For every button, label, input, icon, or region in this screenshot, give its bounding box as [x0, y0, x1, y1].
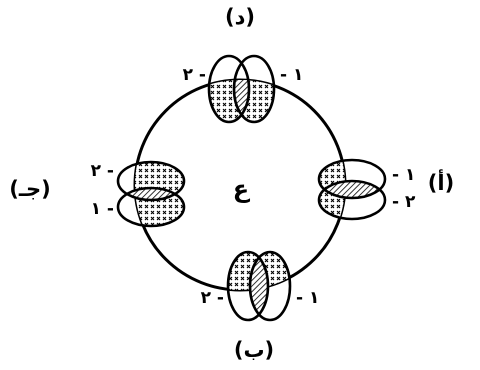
- left-ellipse-pair: [116, 160, 186, 228]
- label-top-left: ٢ -: [183, 65, 206, 85]
- label-right-bottom: - ٢: [392, 192, 416, 212]
- label-left-letter: (جـ): [9, 177, 51, 201]
- top-ellipse-pair: [207, 54, 276, 124]
- label-right-letter: (أ): [428, 168, 454, 195]
- label-right-top: - ١: [392, 165, 415, 185]
- bottom-ellipse-pair: [226, 250, 292, 322]
- label-bottom-left: ٢ -: [201, 288, 224, 308]
- label-top-letter: (د): [225, 5, 255, 29]
- label-left-top: ٢ -: [91, 161, 114, 181]
- label-bottom-letter: (ب): [234, 338, 274, 362]
- label-left-bottom: ١ -: [91, 199, 114, 219]
- label-bottom-right: - ١: [296, 288, 319, 308]
- right-ellipse-pair: [317, 158, 387, 221]
- center-label: ع: [233, 175, 251, 203]
- label-top-right: - ١: [280, 65, 303, 85]
